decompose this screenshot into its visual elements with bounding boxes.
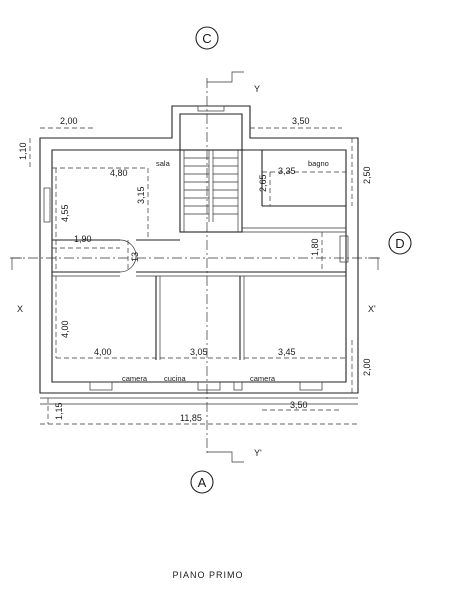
dim-sala-width: 4,80 <box>110 168 128 178</box>
dim-bottom-depth: 1,15 <box>54 402 64 420</box>
dim-total-width: 11,85 <box>180 413 202 423</box>
section-line-y: Y Y' <box>206 71 262 463</box>
dim-camera-left-width: 4,00 <box>94 347 112 357</box>
dimension-lines <box>29 127 358 425</box>
dim-right-corridor: 1,80 <box>310 238 320 256</box>
section-label-x-prime: X' <box>368 304 376 314</box>
room-label-cucina: cucina <box>164 374 187 383</box>
dim-top-left-offset: 2,00 <box>60 116 78 126</box>
room-label-bagno: bagno <box>308 159 329 168</box>
room-label-camera-left: camera <box>122 374 148 383</box>
dim-camera-right-width: 3,45 <box>278 347 296 357</box>
plan-caption: PIANO PRIMO <box>172 570 243 580</box>
dim-cucina-width: 3,05 <box>190 347 208 357</box>
grid-marker-c: C <box>195 26 219 50</box>
section-label-y: Y <box>254 84 260 94</box>
section-line-x: X X' <box>10 257 380 314</box>
dim-left-top-depth: 1,10 <box>18 142 28 160</box>
dim-bottom-right-offset: 3,50 <box>290 400 308 410</box>
dimension-labels: 2,00 3,50 1,10 2,50 4,80 3,15 4,55 1,90 … <box>18 116 372 423</box>
dim-corridor-depth: 13 <box>130 252 140 262</box>
dim-stair-landing: 1,90 <box>74 234 92 244</box>
room-label-camera-right: camera <box>250 374 276 383</box>
interior-walls <box>43 105 349 391</box>
dim-top-right-offset: 3,50 <box>292 116 310 126</box>
dim-lower-right-depth: 2,00 <box>362 358 372 376</box>
room-labels: sala bagno camera cucina camera <box>122 159 329 383</box>
dim-bagno-depth: 2,65 <box>258 174 268 192</box>
section-label-x: X <box>17 304 23 314</box>
grid-marker-c-label: C <box>202 31 211 46</box>
grid-marker-a: A <box>190 470 214 494</box>
dim-lower-left-depth: 4,00 <box>60 320 70 338</box>
dim-bagno-width: 3,35 <box>278 166 296 176</box>
room-label-sala: sala <box>156 159 171 168</box>
section-label-y-prime: Y' <box>254 448 262 458</box>
grid-marker-d: D <box>388 231 412 255</box>
grid-marker-a-label: A <box>198 475 207 490</box>
dim-left-upper-depth: 4,55 <box>60 204 70 222</box>
grid-marker-d-label: D <box>395 236 404 251</box>
dim-sala-depth: 3,15 <box>136 186 146 204</box>
dim-right-top-depth: 2,50 <box>362 166 372 184</box>
